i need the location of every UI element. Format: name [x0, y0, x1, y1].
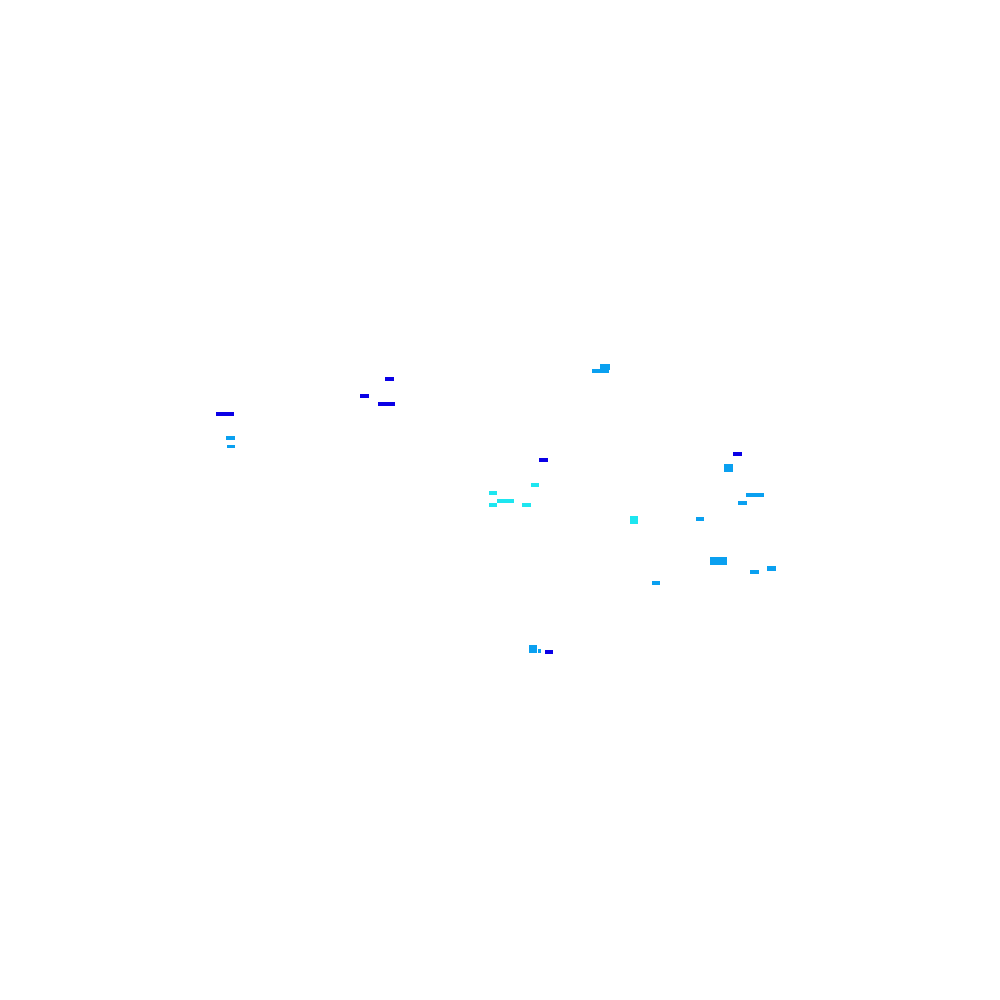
color-fragment-sky — [538, 649, 541, 653]
color-fragment-sky — [746, 493, 764, 497]
color-fragment-cyan — [489, 491, 497, 495]
color-fragment-sky — [710, 557, 727, 565]
color-fragment-blue — [545, 650, 553, 654]
color-fragment-sky — [724, 464, 733, 472]
color-fragment-cyan — [630, 516, 638, 520]
color-fragment-cyan — [630, 520, 638, 524]
color-fragment-sky — [696, 517, 704, 521]
color-fragment-sky — [529, 645, 537, 653]
color-fragment-sky — [750, 570, 759, 574]
color-fragment-blue — [385, 377, 394, 381]
color-fragment-sky — [767, 566, 776, 571]
color-fragment-sky — [652, 581, 660, 585]
color-fragment-sky — [738, 501, 747, 505]
color-fragment-cyan — [497, 499, 514, 503]
color-fragment-sky — [226, 436, 235, 440]
color-fragment-blue — [378, 402, 395, 406]
color-fragment-sky — [227, 445, 235, 448]
color-fragment-sky — [592, 369, 609, 373]
color-fragment-blue — [216, 412, 234, 416]
color-fragment-cyan — [489, 503, 497, 507]
color-fragments — [216, 364, 776, 654]
color-fragment-blue — [733, 452, 742, 456]
color-fragment-cyan — [531, 483, 539, 487]
color-fragment-sky — [600, 364, 610, 370]
color-fragment-cyan — [522, 503, 531, 507]
color-fragment-blue — [360, 394, 369, 398]
color-fragment-blue — [539, 458, 548, 462]
